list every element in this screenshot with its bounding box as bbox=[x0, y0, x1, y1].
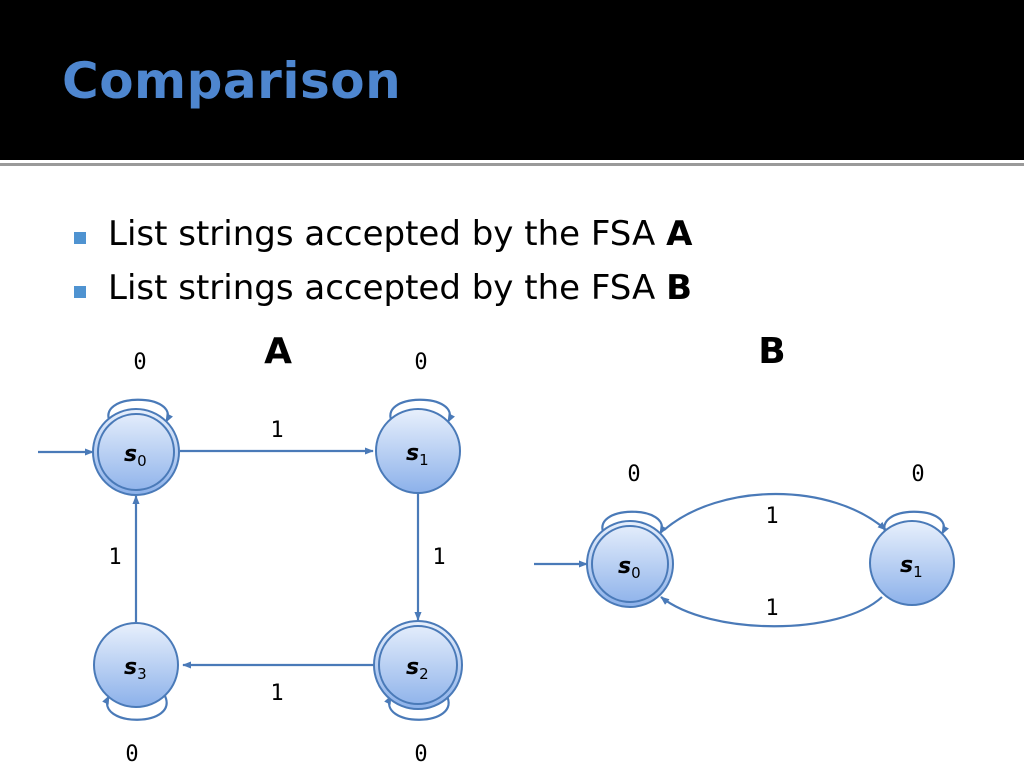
label-a-s3-loop: 0 bbox=[125, 742, 138, 767]
state-a-s0: s0 bbox=[92, 408, 180, 496]
state-a-s0-circle bbox=[92, 408, 180, 496]
state-b-s1-label: s1 bbox=[900, 553, 923, 581]
state-a-s3-circle bbox=[93, 622, 179, 708]
state-a-s2-label: s2 bbox=[406, 655, 429, 683]
label-a-s0-s1: 1 bbox=[270, 418, 283, 443]
self-loop-a-s1 bbox=[389, 398, 455, 425]
state-b-s0-label: s0 bbox=[618, 554, 641, 582]
bullet-text: List strings accepted by the FSA B bbox=[108, 268, 692, 308]
state-a-s1-label: s1 bbox=[406, 441, 429, 469]
title-divider-shadow bbox=[0, 163, 1024, 166]
bullet-text: List strings accepted by the FSA A bbox=[108, 214, 692, 254]
bullet-text-bold: A bbox=[666, 214, 693, 254]
bullet-text-bold: B bbox=[666, 268, 692, 308]
label-a-s1-s2: 1 bbox=[432, 545, 445, 570]
self-loop-b-s1 bbox=[883, 510, 949, 537]
self-loop-b-s0 bbox=[601, 510, 667, 537]
state-b-s0: s0 bbox=[586, 520, 674, 608]
label-a-s2-loop: 0 bbox=[414, 742, 427, 767]
accepting-ring-a-s2 bbox=[378, 625, 458, 705]
slide-title: Comparison bbox=[62, 52, 402, 110]
square-bullet-icon bbox=[74, 232, 86, 244]
accepting-ring-a-s0 bbox=[97, 413, 175, 491]
title-bar: Comparison bbox=[0, 0, 1024, 160]
state-a-s3-label: s3 bbox=[124, 655, 147, 683]
title-divider bbox=[0, 160, 1024, 163]
label-b-s1-loop: 0 bbox=[911, 462, 924, 487]
state-a-s1: s1 bbox=[375, 408, 461, 494]
state-a-s2: s2 bbox=[373, 620, 463, 710]
fsa-b: B 0 1 0 1 s0 s1 bbox=[534, 331, 955, 628]
bullet-text-plain: List strings accepted by the FSA bbox=[108, 214, 667, 254]
self-loop-a-s0 bbox=[107, 398, 173, 425]
self-loop-a-s2 bbox=[384, 693, 450, 721]
state-b-s1-circle bbox=[869, 520, 955, 606]
label-b-s0-loop: 0 bbox=[627, 462, 640, 487]
label-b-s1-s0: 1 bbox=[765, 596, 778, 621]
label-a-s1-loop: 0 bbox=[414, 350, 427, 375]
state-b-s0-circle bbox=[586, 520, 674, 608]
accepting-ring-b-s0 bbox=[591, 525, 669, 603]
state-a-s0-label: s0 bbox=[124, 442, 147, 470]
label-a-s0-loop: 0 bbox=[133, 350, 146, 375]
label-a-s2-s3: 1 bbox=[270, 681, 283, 706]
fsa-b-name: B bbox=[758, 331, 785, 372]
self-loop-a-s3 bbox=[102, 693, 168, 721]
state-a-s1-circle bbox=[375, 408, 461, 494]
bullet-text-plain: List strings accepted by the FSA bbox=[108, 268, 667, 308]
square-bullet-icon bbox=[74, 286, 86, 298]
fsa-a-name: A bbox=[264, 331, 292, 372]
edge-b-s0-s1 bbox=[663, 493, 887, 531]
label-a-s3-s0: 1 bbox=[108, 545, 121, 570]
state-a-s3: s3 bbox=[93, 622, 179, 708]
state-a-s2-circle bbox=[373, 620, 463, 710]
state-b-s1: s1 bbox=[869, 520, 955, 606]
edge-b-s1-s0 bbox=[660, 596, 883, 628]
label-b-s0-s1: 1 bbox=[765, 504, 778, 529]
fsa-a: A 0 1 0 1 0 1 0 1 s0 s1 bbox=[38, 331, 463, 767]
